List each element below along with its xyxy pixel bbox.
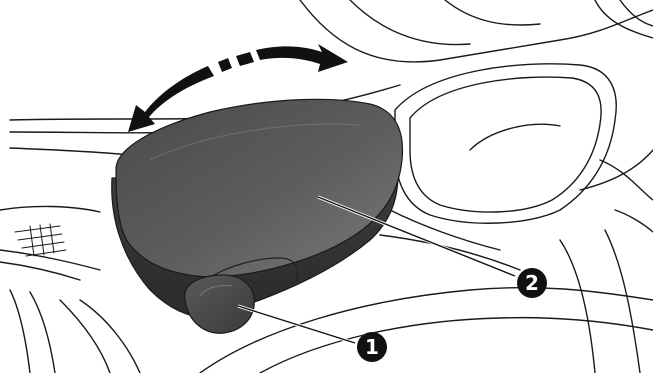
callout-2-marker: 2 [517,268,547,298]
armrest-lid [112,99,403,318]
callout-2-label: 2 [525,271,539,295]
callout-1-marker: 1 [357,332,387,362]
leader-line-1 [238,306,355,343]
armrest-latch-button[interactable] [185,275,255,333]
callout-1-label: 1 [365,335,379,359]
